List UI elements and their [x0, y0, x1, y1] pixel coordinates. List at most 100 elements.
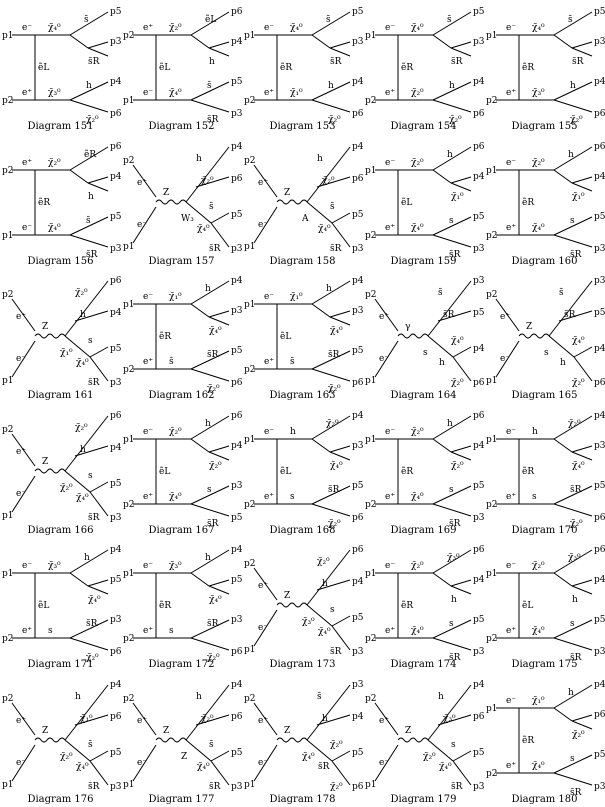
- particle-label: s̃R: [449, 652, 461, 663]
- incoming-label: p2: [123, 500, 135, 510]
- particle-label: h: [205, 553, 211, 563]
- momentum-label: p6: [352, 109, 363, 119]
- momentum-label: p6: [473, 712, 484, 722]
- incoming-label: p1: [365, 435, 377, 445]
- outgoing-line: [87, 41, 109, 49]
- outgoing-line: [452, 356, 472, 382]
- incoming-label: p1: [486, 704, 498, 714]
- diagram-caption: Diagram 161: [27, 390, 94, 401]
- outgoing-line: [89, 356, 109, 382]
- momentum-label: p4: [231, 441, 242, 451]
- momentum-label: p6: [231, 647, 242, 657]
- particle-label: χ̃₄⁰: [532, 625, 545, 636]
- outgoing-line: [553, 485, 593, 504]
- outgoing-line: [208, 47, 230, 57]
- momentum-label: p3: [473, 782, 484, 792]
- outgoing-line: [553, 503, 593, 516]
- diagram-caption: Diagram 165: [511, 390, 578, 401]
- momentum-label: p3: [110, 37, 121, 47]
- momentum-label: p3: [352, 306, 363, 316]
- incoming-label: p2: [365, 694, 377, 704]
- outgoing-line: [87, 182, 109, 191]
- particle-label: s̃R: [88, 781, 100, 792]
- momentum-label: p4: [352, 577, 363, 587]
- outgoing-line: [432, 146, 472, 170]
- outgoing-line: [195, 176, 230, 187]
- incoming-label: p1: [2, 511, 14, 521]
- incoming-label: p1: [486, 166, 498, 176]
- momentum-label: p3: [473, 244, 484, 254]
- momentum-label: p4: [110, 680, 121, 690]
- particle-label: e⁻: [385, 561, 395, 571]
- particle-label: s: [449, 619, 454, 629]
- momentum-label: p3: [352, 647, 363, 657]
- momentum-label: p4: [352, 411, 363, 421]
- particle-label: χ̃₄⁰: [76, 492, 89, 503]
- particle-label: e⁻: [506, 696, 516, 706]
- particle-label: e⁺: [264, 88, 274, 98]
- boson-propagator: [155, 199, 187, 204]
- particle-label: e⁻: [385, 427, 395, 437]
- diagram-caption: Diagram 179: [390, 793, 457, 805]
- momentum-label: p6: [110, 142, 121, 152]
- outgoing-line: [69, 637, 109, 651]
- incoming-label: p1: [365, 376, 377, 386]
- momentum-label: p5: [231, 513, 242, 523]
- momentum-label: p6: [110, 109, 121, 119]
- particle-label: s̄: [86, 216, 91, 226]
- momentum-label: p5: [231, 748, 242, 758]
- propagator-line: [553, 34, 573, 49]
- momentum-label: p3: [110, 782, 121, 792]
- particle-label: s̄: [169, 357, 174, 367]
- outgoing-line: [87, 176, 109, 183]
- momentum-label: p6: [473, 378, 484, 388]
- momentum-label: p3: [473, 37, 484, 47]
- propagator-label: ẽR: [159, 331, 171, 342]
- outgoing-line: [316, 176, 351, 187]
- momentum-label: p4: [110, 77, 121, 87]
- particle-label: s̃R: [572, 56, 584, 67]
- particle-label: s: [207, 485, 212, 495]
- particle-label: χ̃₃⁰: [169, 560, 182, 571]
- particle-label: s: [449, 216, 454, 226]
- outgoing-line: [208, 445, 230, 452]
- particle-label: χ̃₂⁰: [169, 22, 182, 33]
- outgoing-line: [432, 619, 472, 639]
- particle-label: s: [169, 626, 174, 636]
- particle-label: e⁺: [264, 357, 274, 367]
- incoming-label: p1: [244, 435, 256, 445]
- propagator-line: [69, 34, 89, 49]
- outgoing-line: [311, 350, 351, 370]
- particle-label: h: [290, 427, 296, 437]
- particle-label: h: [568, 688, 574, 698]
- outgoing-line: [210, 750, 230, 761]
- particle-label: s̃R: [570, 484, 582, 495]
- momentum-label: p4: [352, 276, 363, 286]
- propagator-label: Z: [284, 726, 290, 736]
- particle-label: χ̃₄⁰: [439, 761, 452, 772]
- incoming-line: [11, 340, 36, 378]
- momentum-label: p4: [594, 411, 605, 421]
- particle-label: s: [532, 492, 537, 502]
- outgoing-line: [89, 481, 109, 492]
- propagator-line: [432, 572, 452, 587]
- propagator-line: [190, 572, 210, 587]
- incoming-label: p1: [244, 242, 256, 252]
- particle-label: e⁻: [379, 758, 389, 768]
- particle-label: h: [322, 579, 328, 589]
- momentum-label: p4: [473, 344, 484, 354]
- particle-label: χ̃₄⁰: [532, 22, 545, 33]
- particle-label: s: [544, 348, 549, 358]
- particle-label: χ̃₄⁰: [411, 625, 424, 636]
- momentum-label: p6: [110, 647, 121, 657]
- momentum-label: p4: [473, 172, 484, 182]
- outgoing-line: [185, 146, 230, 202]
- momentum-label: p4: [594, 172, 605, 182]
- outgoing-line: [87, 585, 109, 595]
- momentum-label: p5: [352, 613, 363, 623]
- particle-label: χ̃₂⁰: [411, 157, 424, 168]
- outgoing-line: [571, 41, 593, 49]
